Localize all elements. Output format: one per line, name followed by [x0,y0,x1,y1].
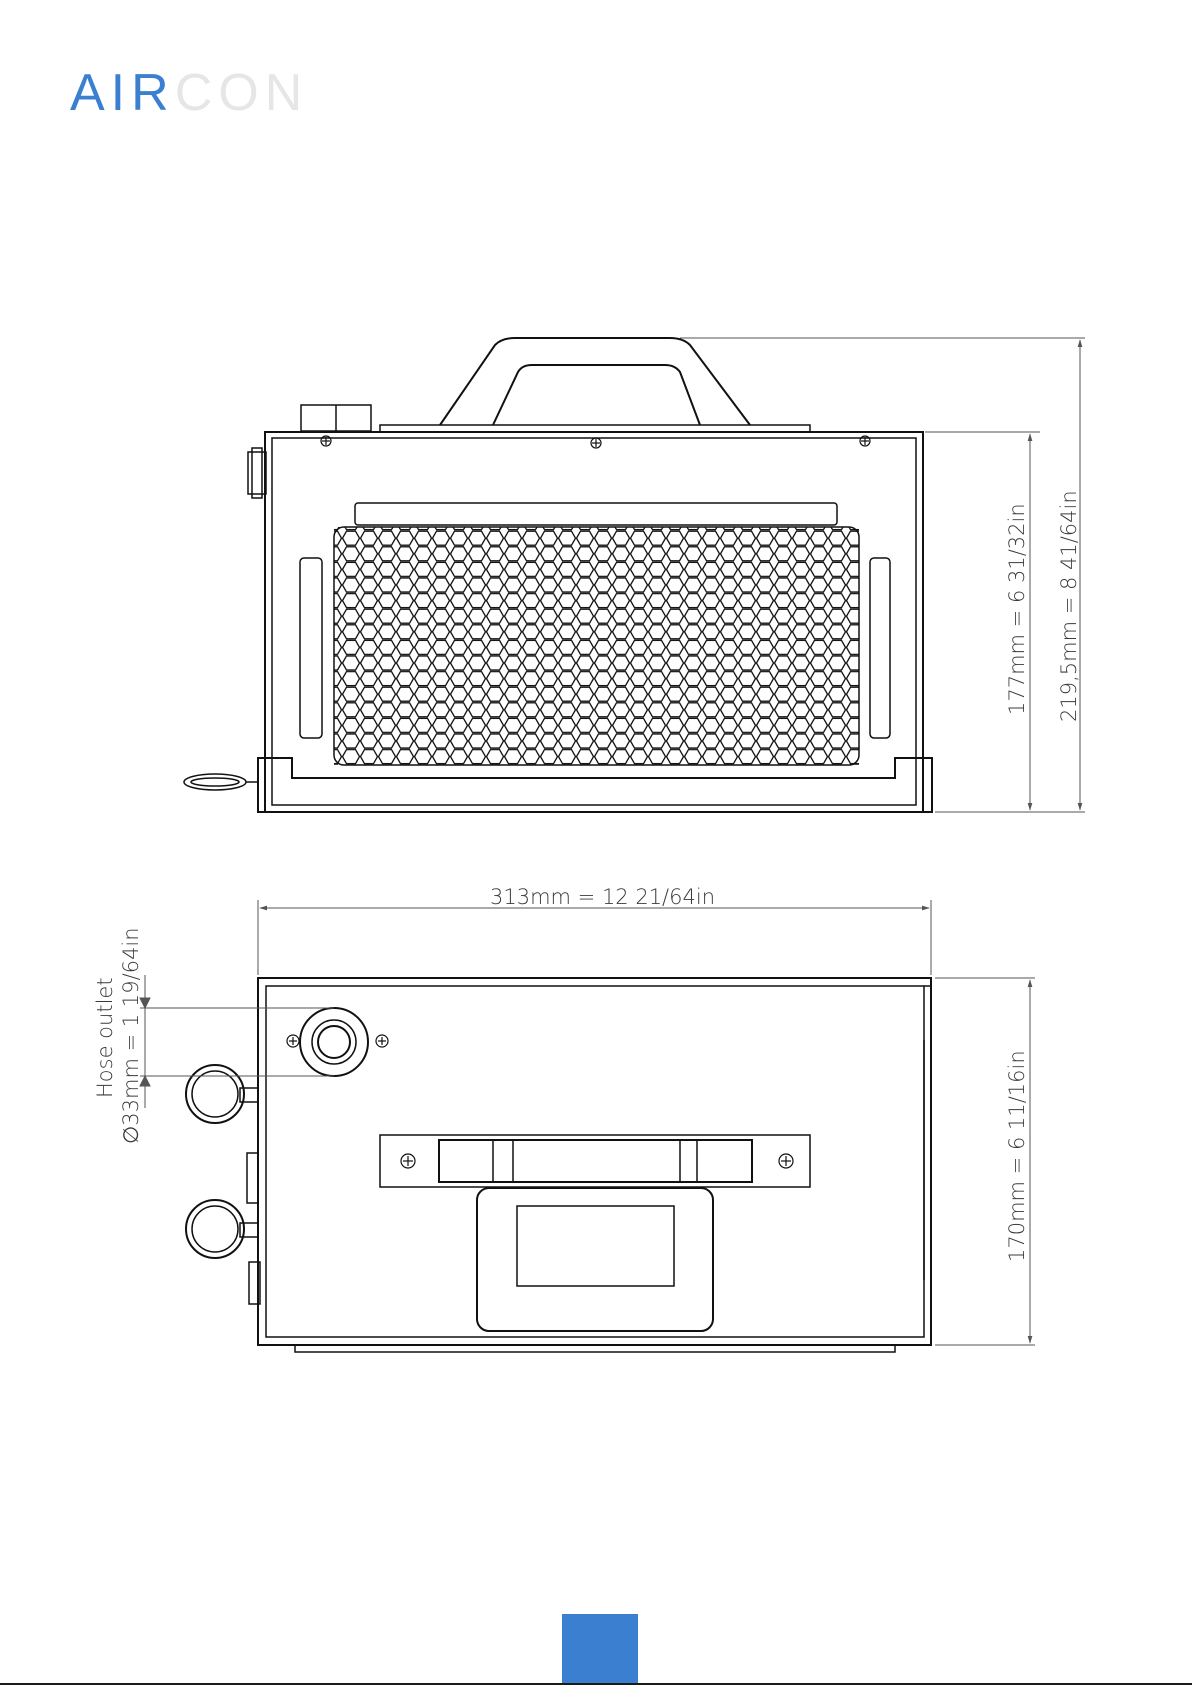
vent-top-bar [355,503,837,525]
side-box [247,1153,258,1203]
display-screen [517,1206,674,1286]
front-view [184,338,932,812]
hanging-ring [184,774,246,790]
screw-icon [401,1154,793,1168]
top-body-inner [266,986,924,1337]
height-body-label: 177mm = 6 31/32in [1005,503,1029,715]
width-label: 313mm = 12 21/64in [490,885,715,909]
top-body [258,978,931,1345]
height-total-label: 219,5mm = 8 41/64in [1057,490,1081,722]
hanging-ring [186,1065,244,1123]
hex-grille [334,527,859,765]
top-view [186,978,931,1352]
carry-handle [440,338,750,425]
left-connector [248,452,266,494]
top-handle-plate [380,1135,810,1187]
top-dimensions [140,900,1035,1345]
page-number-badge [562,1614,638,1685]
hose-label: Hose outlet [93,977,117,1098]
carry-handle-inner [493,365,700,425]
screw-icon [287,1035,388,1047]
top-handle-grip [439,1140,752,1182]
handle-base [380,425,810,432]
bottom-rail [295,1345,895,1352]
side-slot-left [300,558,322,738]
display-housing [477,1188,713,1331]
hanging-ring [186,1200,244,1258]
hose-diameter-label: ∅33mm = 1 19/64in [119,927,143,1144]
hose-outlet [300,1008,368,1076]
side-slot-right [870,558,890,738]
bottom-tray [258,758,932,812]
depth-label: 170mm = 6 11/16in [1005,1050,1029,1262]
